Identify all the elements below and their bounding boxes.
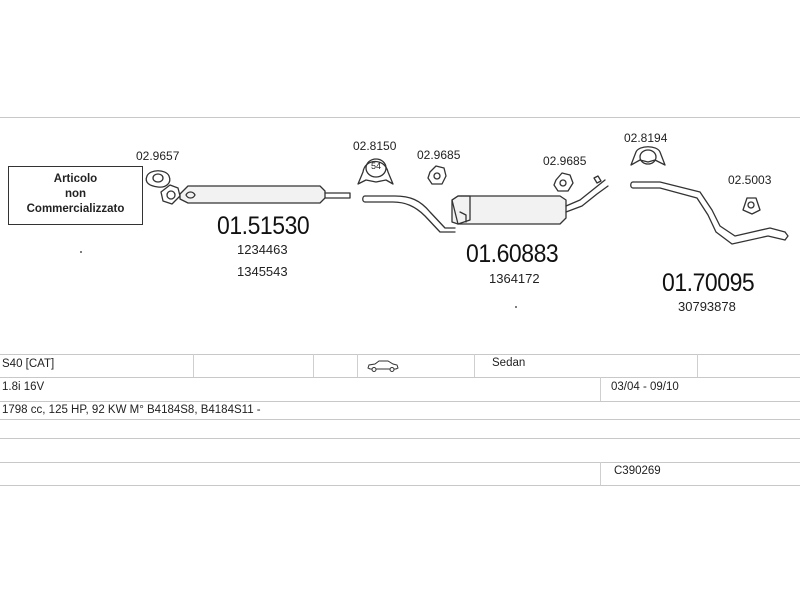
part-code-02-9685-b[interactable]: 02.9685: [543, 154, 587, 168]
notice-line-1: Articolo: [53, 173, 98, 185]
not-sold-notice: Articolo non Commercializzato: [8, 166, 143, 225]
rubber-hanger-icon: [553, 172, 574, 192]
table-row-divider: [0, 462, 800, 463]
part-code-02-9685-a[interactable]: 02.9685: [417, 148, 461, 162]
part-code-02-5003[interactable]: 02.5003: [728, 173, 772, 187]
gasket-part-icon: [145, 170, 171, 188]
hanger-part-icon: [742, 197, 761, 215]
oem-number: 1234463: [237, 242, 288, 257]
rear-pipe-icon: [630, 181, 789, 245]
part-code-01-60883[interactable]: 01.60883: [466, 240, 559, 268]
cell-divider: [600, 377, 601, 401]
vehicle-model: S40 [CAT]: [2, 358, 55, 370]
part-code-01-70095[interactable]: 01.70095: [662, 269, 755, 297]
part-code-01-51530[interactable]: 01.51530: [217, 212, 310, 240]
notice-line-3: Commercializzato: [26, 203, 125, 215]
oem-number: 1364172: [489, 271, 540, 286]
middle-pipe-icon: [362, 195, 456, 233]
clamp-size-label: 54: [370, 161, 381, 171]
clamp-part-icon: [357, 158, 394, 185]
part-code-02-8194[interactable]: 02.8194: [624, 131, 668, 145]
front-flange-icon: [160, 184, 181, 205]
cell-divider: [697, 354, 698, 377]
notice-line-2: non: [64, 188, 87, 200]
oem-number: 1345543: [237, 264, 288, 279]
part-code-02-9657[interactable]: 02.9657: [136, 149, 180, 163]
top-border: [0, 117, 800, 118]
rubber-hanger-icon: [427, 165, 447, 185]
oem-number: 30793878: [678, 299, 736, 314]
front-silencer-icon: [179, 185, 351, 204]
cell-divider: [474, 354, 475, 377]
cell-divider: [193, 354, 194, 377]
sedan-car-icon: [366, 359, 400, 373]
table-bottom-border: [0, 485, 800, 486]
cell-divider: [600, 462, 601, 485]
vehicle-body-type: Sedan: [492, 357, 526, 369]
catalog-code: C390269: [614, 465, 661, 477]
clamp-part-icon: [630, 146, 666, 166]
middle-silencer-icon: [451, 175, 609, 225]
table-row-divider: [0, 401, 800, 402]
table-row-divider: [0, 377, 800, 378]
part-code-02-8150[interactable]: 02.8150: [353, 139, 397, 153]
table-row-divider: [0, 419, 800, 420]
engine-name: 1.8i 16V: [2, 381, 45, 393]
engine-details: 1798 cc, 125 HP, 92 KW M° B4184S8, B4184…: [2, 404, 261, 416]
table-row-divider: [0, 438, 800, 439]
cell-divider: [313, 354, 314, 377]
production-years: 03/04 - 09/10: [611, 381, 679, 393]
table-top-border: [0, 354, 800, 355]
cell-divider: [357, 354, 358, 377]
